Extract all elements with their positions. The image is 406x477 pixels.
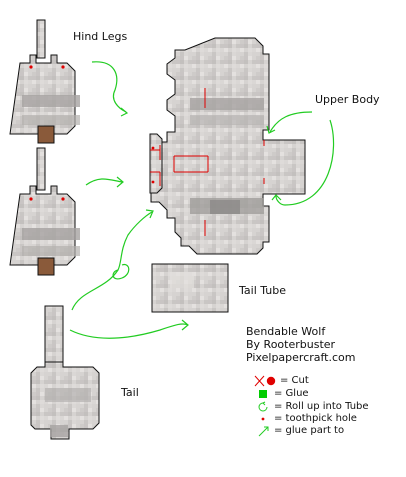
credit-title: Bendable Wolf xyxy=(246,325,326,338)
legend-row-glue: = Glue xyxy=(256,387,309,400)
credit-site: Pixelpapercraft.com xyxy=(246,351,356,364)
legend-text: = Roll up into Tube xyxy=(274,401,369,412)
legend-text: = Glue xyxy=(274,388,309,399)
paw-pad xyxy=(37,125,55,144)
arrowhead xyxy=(120,107,129,117)
label-tail-tube: Tail Tube xyxy=(239,284,287,297)
legend-row-arrow: = glue part to xyxy=(256,424,344,437)
arrowhead xyxy=(271,194,282,201)
upper-body-piece xyxy=(149,37,306,255)
label-hind-legs: Hind Legs xyxy=(73,30,128,43)
arrow-tail-loop xyxy=(112,263,130,280)
credit-author: By Rooterbuster xyxy=(246,338,336,351)
arrow-tail-tube-to-tail xyxy=(69,323,189,339)
toothpick-hole xyxy=(61,197,65,201)
tail-piece xyxy=(30,305,100,440)
glue-arrows xyxy=(69,61,335,339)
arrow-upper-body-2 xyxy=(275,119,335,206)
legend-row-cut: = Cut xyxy=(254,374,309,387)
toothpick-hole xyxy=(61,65,65,69)
hind-leg-piece-2 xyxy=(9,147,80,276)
arrow-upper-body-1 xyxy=(269,111,313,133)
arrowhead xyxy=(181,319,189,331)
arrowhead xyxy=(266,125,276,134)
legend-text: = glue part to xyxy=(274,425,345,436)
legend-text: = Cut xyxy=(280,375,309,386)
label-tail: Tail xyxy=(121,386,139,399)
legend-text: = toothpick hole xyxy=(274,413,357,424)
legend-row-roll: = Roll up into Tube xyxy=(256,400,369,413)
toothpick-hole xyxy=(151,180,155,184)
roll-icon xyxy=(256,401,272,413)
arrow-hind-leg2-to-body xyxy=(85,178,123,186)
label-upper-body: Upper Body xyxy=(315,93,380,106)
hind-leg-piece-1 xyxy=(9,19,80,144)
legend-row-toothpick: = toothpick hole xyxy=(256,412,357,425)
toothpick-icon xyxy=(256,413,272,425)
arrow-tail-to-body xyxy=(71,211,153,311)
paw-pad xyxy=(37,257,55,276)
arrow-hind-legs-to-body xyxy=(91,61,127,113)
arrow-icon xyxy=(256,425,272,437)
cut-icon xyxy=(254,375,276,387)
arrowhead xyxy=(116,176,124,188)
toothpick-hole xyxy=(29,197,33,201)
arrowhead xyxy=(145,209,154,219)
toothpick-hole xyxy=(29,65,33,69)
tail-tube-piece xyxy=(151,263,229,313)
toothpick-hole xyxy=(151,146,155,150)
glue-icon xyxy=(256,388,272,400)
